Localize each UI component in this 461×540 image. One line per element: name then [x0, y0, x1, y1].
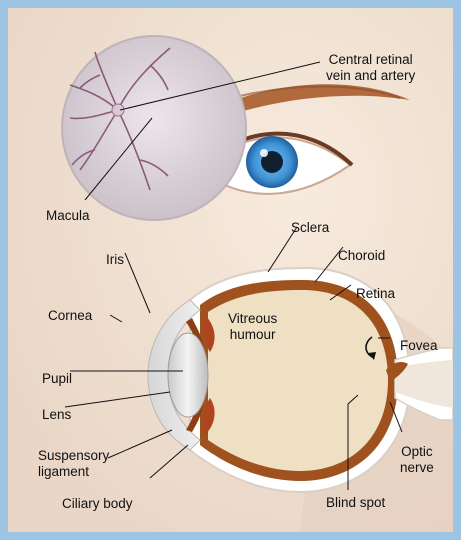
label-ciliary-body: Ciliary body: [62, 496, 133, 512]
label-cornea: Cornea: [48, 308, 92, 324]
label-pupil: Pupil: [42, 371, 72, 387]
lens: [168, 333, 208, 417]
label-sclera: Sclera: [291, 220, 329, 236]
label-suspensory-ligament: Suspensory ligament: [38, 448, 109, 480]
label-central-retinal-vein-artery: Central retinal vein and artery: [326, 52, 415, 84]
label-macula: Macula: [46, 208, 90, 224]
label-iris: Iris: [106, 252, 124, 268]
label-choroid: Choroid: [338, 248, 385, 264]
label-retina: Retina: [356, 286, 395, 302]
label-optic-nerve: Optic nerve: [400, 444, 434, 476]
label-blind-spot: Blind spot: [326, 495, 385, 511]
label-fovea: Fovea: [400, 338, 438, 354]
label-lens: Lens: [42, 407, 71, 423]
label-vitreous-humour: Vitreous humour: [228, 311, 277, 343]
